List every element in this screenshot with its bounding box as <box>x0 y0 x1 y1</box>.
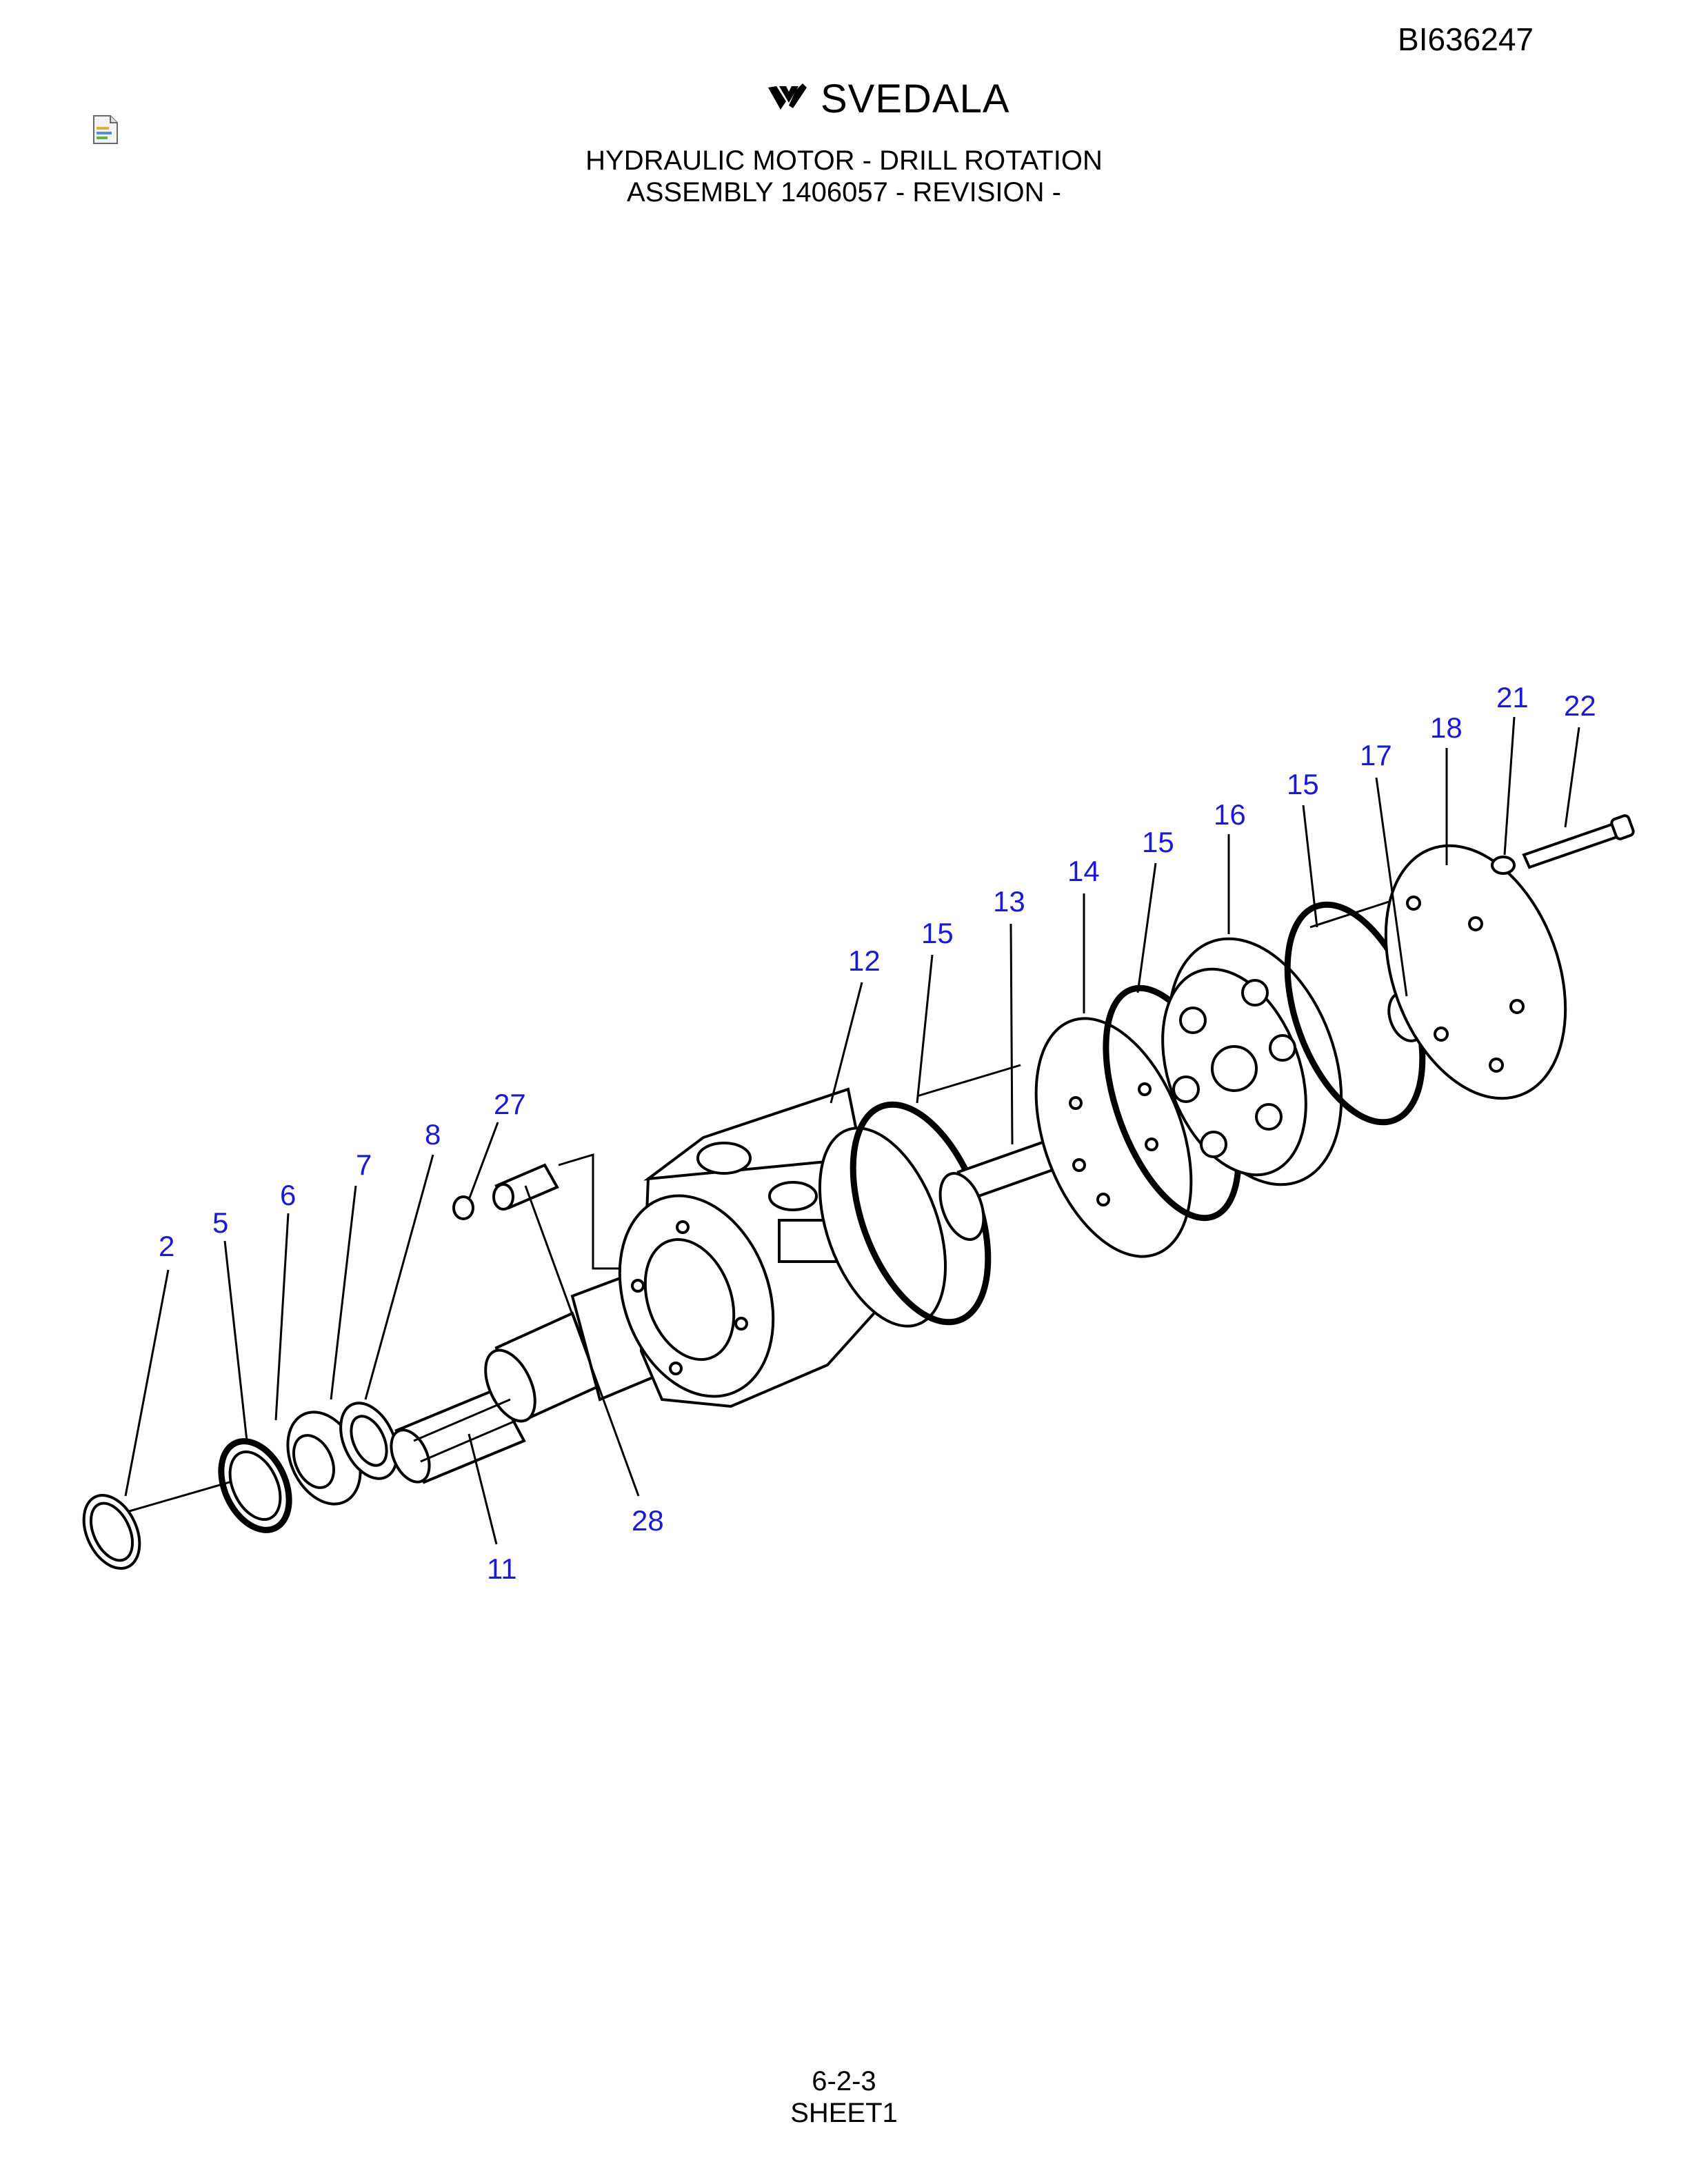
callout-11: 11 <box>487 1553 517 1585</box>
callout-15-a: 15 <box>921 917 954 949</box>
assembly-subtitle: ASSEMBLY 1406057 - REVISION - <box>627 177 1061 208</box>
callout-15-b: 15 <box>1142 826 1174 858</box>
callout-28: 28 <box>632 1504 664 1537</box>
callout-15-c: 15 <box>1287 768 1319 800</box>
assembly-axis-upper <box>916 1064 1021 1098</box>
svedala-logo: SVEDALA <box>765 74 1010 123</box>
file-icon[interactable] <box>90 114 120 145</box>
callout-27: 27 <box>494 1088 526 1120</box>
part-18-end-cover <box>1384 844 1567 1100</box>
sheet-label: SHEET1 <box>790 2098 898 2128</box>
part-2-retaining-ring <box>82 1494 141 1570</box>
drawing-title: HYDRAULIC MOTOR - DRILL ROTATION <box>585 145 1103 176</box>
callout-2: 2 <box>159 1230 174 1262</box>
part-16-gerotor <box>1161 937 1343 1186</box>
document-id: BI636247 <box>1398 21 1534 57</box>
callout-labels: 2 5 6 7 8 27 11 28 12 15 13 14 15 16 15 … <box>159 681 1596 1585</box>
part-12-housing <box>618 1087 947 1408</box>
part-5-seal <box>218 1438 292 1533</box>
callout-14: 14 <box>1067 855 1100 887</box>
part-8-bearing <box>339 1402 399 1480</box>
part-22-bolt <box>1522 814 1635 869</box>
callout-16: 16 <box>1214 798 1246 831</box>
callout-8: 8 <box>425 1118 441 1151</box>
callout-21: 21 <box>1496 681 1529 714</box>
callout-12: 12 <box>848 944 881 977</box>
callout-17: 17 <box>1360 739 1392 771</box>
part-14-wear-plate <box>1034 1017 1193 1258</box>
leader-lines <box>124 716 1580 1545</box>
part-28-check-valve <box>492 1163 559 1211</box>
callout-6: 6 <box>280 1179 296 1211</box>
brand-name: SVEDALA <box>821 76 1010 121</box>
page-number: 6-2-3 <box>812 2066 876 2096</box>
callout-5: 5 <box>212 1206 228 1239</box>
part-6-7-thrust-washer <box>286 1410 362 1506</box>
callout-7: 7 <box>356 1149 372 1181</box>
callout-13: 13 <box>993 885 1025 918</box>
part-21-washer <box>1491 856 1516 875</box>
svedala-logo-icon <box>768 83 807 110</box>
part-27-oring <box>452 1195 474 1220</box>
callout-18: 18 <box>1430 711 1463 744</box>
callout-22: 22 <box>1564 689 1596 722</box>
assembly-axis-left <box>110 1477 242 1518</box>
